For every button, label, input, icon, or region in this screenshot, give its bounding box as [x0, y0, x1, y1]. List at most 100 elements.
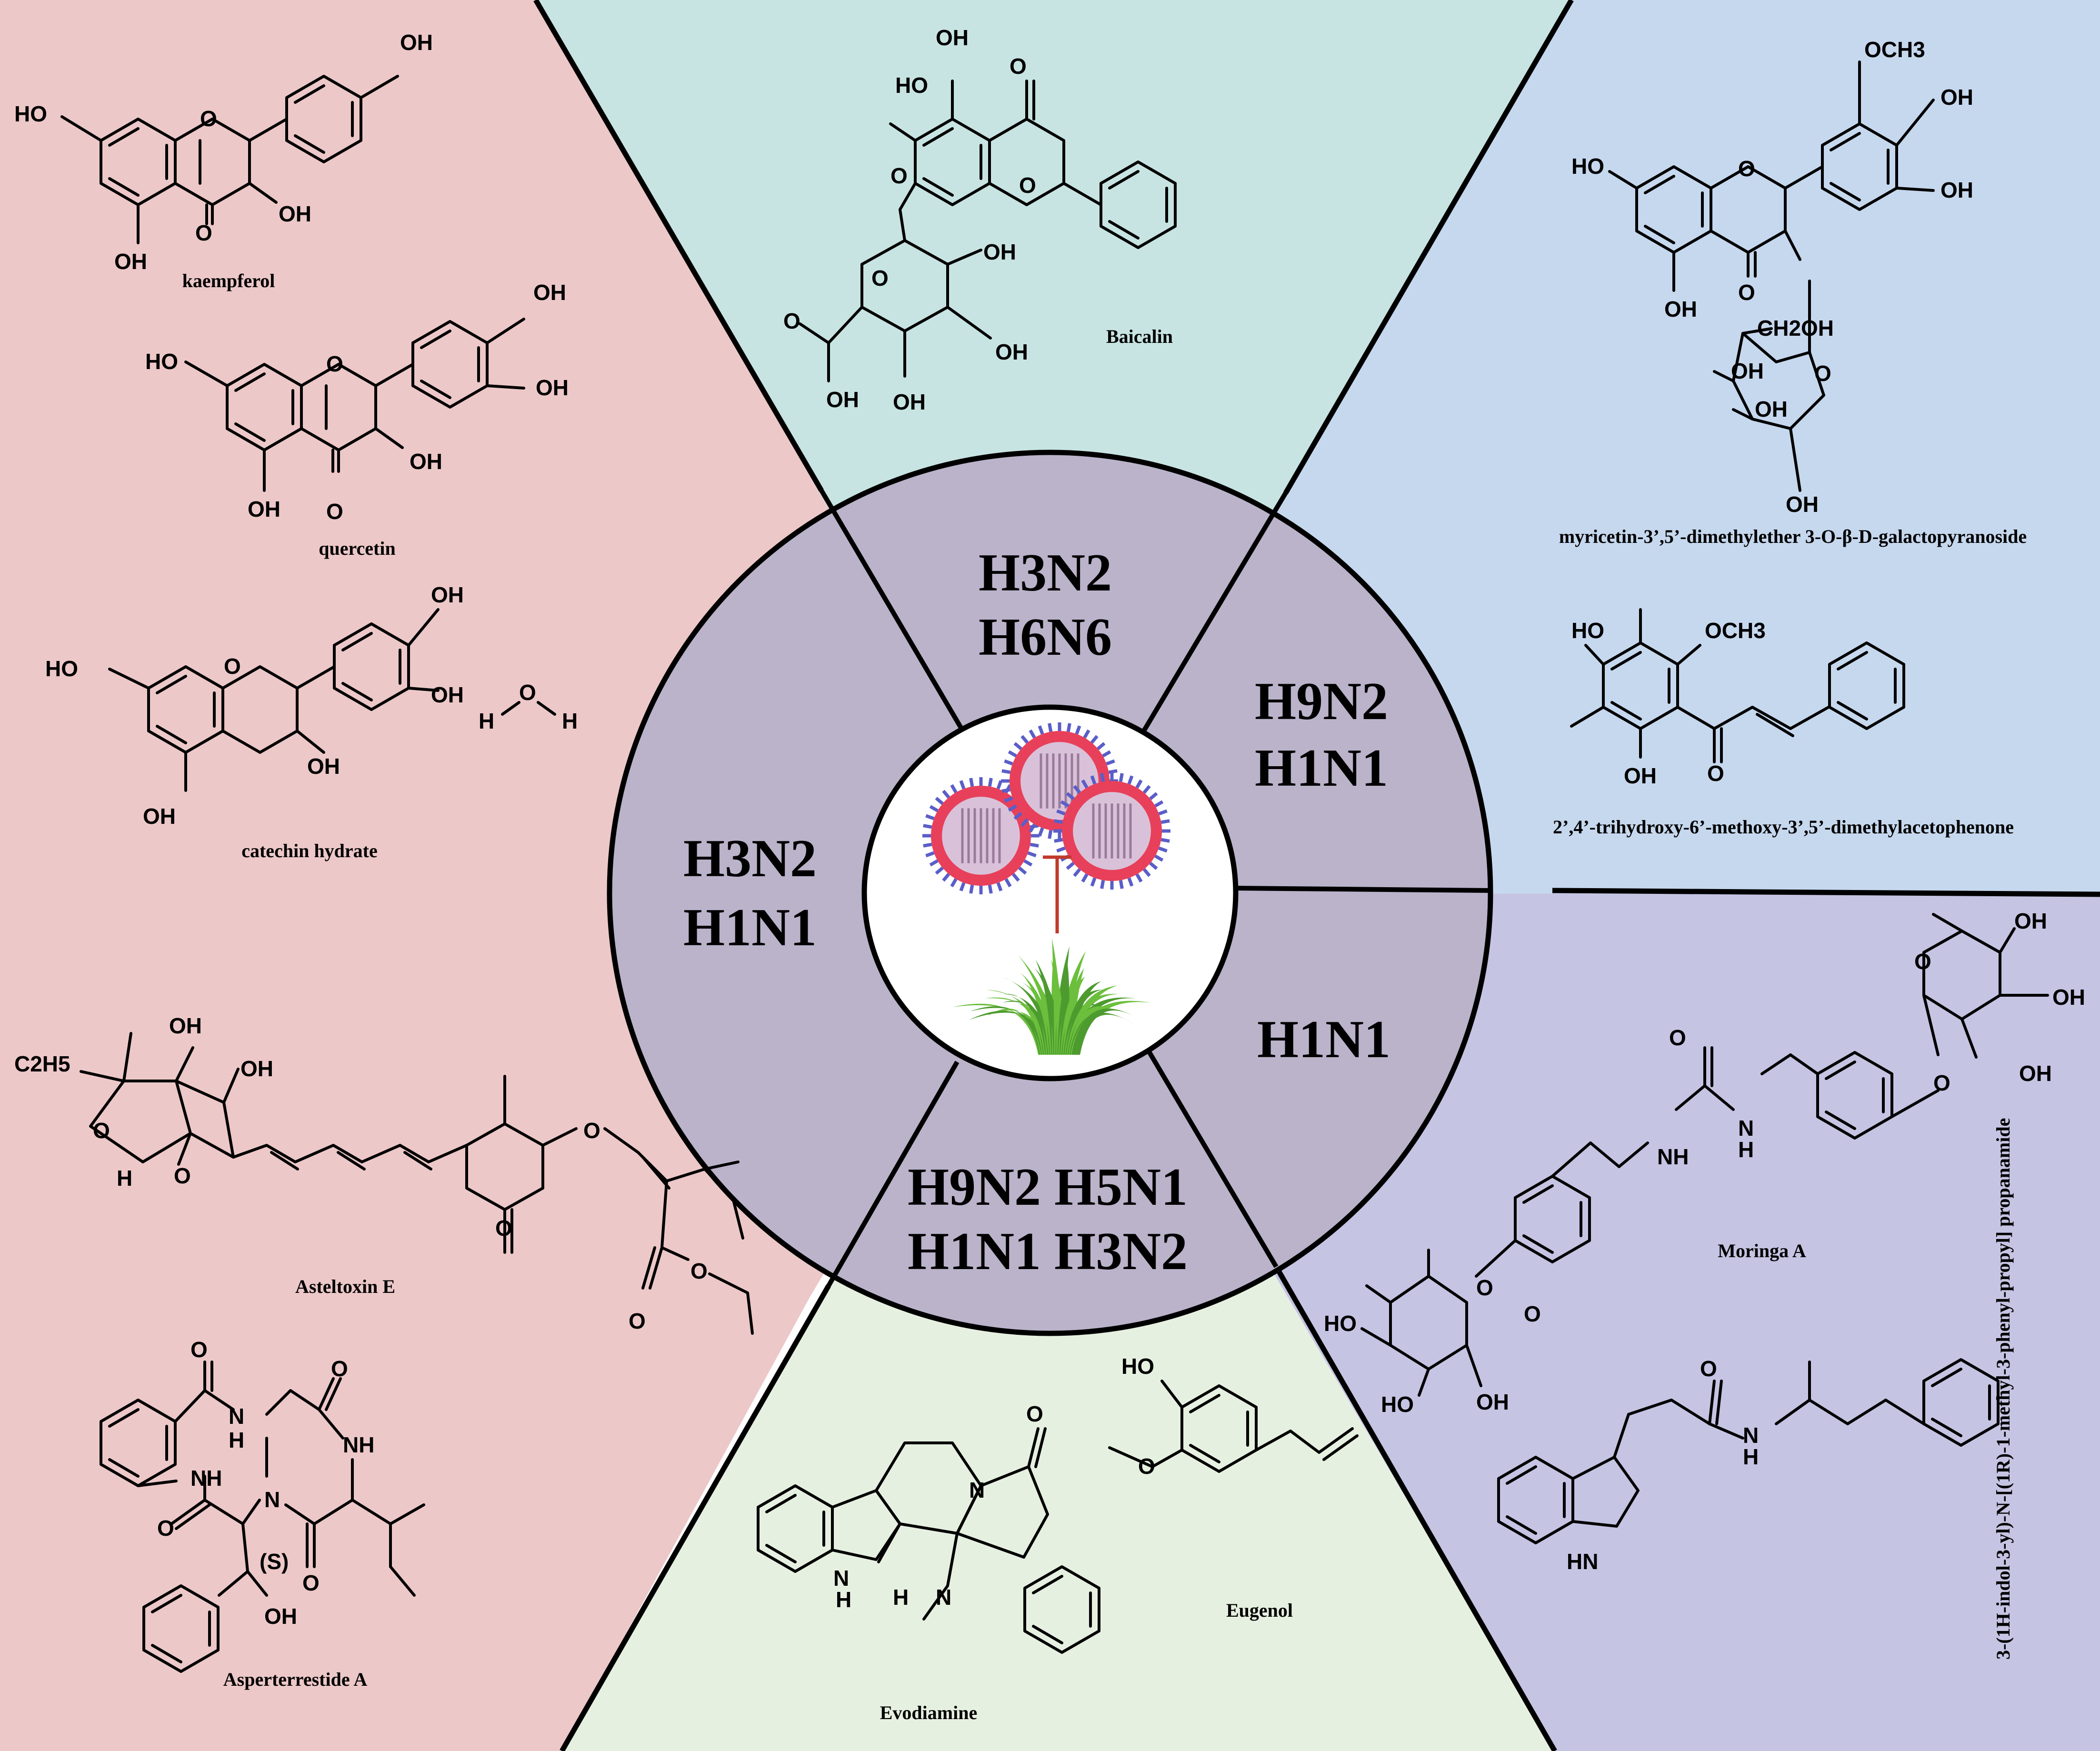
- atom-label: OH: [400, 30, 433, 55]
- virus-particle: [1053, 772, 1170, 890]
- herb-plant-icon: [952, 938, 1152, 1055]
- atom-label: H: [562, 709, 578, 733]
- atom-label: NH: [1657, 1144, 1689, 1169]
- compound-name-acetophenone: 2’,4’-trihydroxy-6’-methoxy-3’,5’-dimeth…: [1553, 816, 2014, 838]
- atom-label: OH: [248, 497, 280, 521]
- atom-label: OH: [1664, 297, 1697, 321]
- strain-label-bottom-1: H9N2 H5N1: [908, 1158, 1188, 1217]
- atom-label: N: [833, 1566, 849, 1591]
- sector-pink: [0, 0, 1050, 1751]
- atom-label: HO: [145, 349, 178, 374]
- atom-label: HO: [1571, 154, 1604, 179]
- strain-label-bottom-2: H1N1 H3N2: [908, 1222, 1188, 1281]
- atom-label: O: [190, 1337, 208, 1362]
- strain-label-rightbottom: H1N1: [1257, 1010, 1390, 1069]
- indole-propanamide-structure: HN O N H 3-(1H-indol-3-yl)-N-[(1R)-1-met…: [1499, 1118, 2014, 1660]
- atom-label: O: [1524, 1301, 1541, 1326]
- atom-label: OH: [995, 340, 1028, 364]
- acetophenone-structure: HO OCH3 OH O 2’,4’-trihydroxy-6’-methoxy…: [1553, 608, 2014, 838]
- influenza-virus-icon: [922, 722, 1170, 894]
- atom-label: OH: [240, 1056, 273, 1081]
- strain-label-top-2: H6N6: [979, 608, 1112, 667]
- atom-label: OH: [143, 804, 176, 829]
- atom-label: (S): [260, 1549, 289, 1574]
- atom-label: O: [1814, 361, 1831, 386]
- atom-label: H: [1738, 1137, 1754, 1162]
- atom-label: O: [495, 1216, 512, 1241]
- atom-label: O: [583, 1118, 600, 1143]
- moringa-structure: OH OH OH O O O N H NH O O HO HO OH Morin…: [1324, 909, 2085, 1417]
- atom-label: O: [871, 266, 889, 290]
- compound-name-kaempferol: kaempferol: [182, 270, 275, 291]
- atom-label: OH: [1940, 85, 1973, 110]
- atom-label: OH: [936, 25, 969, 50]
- atom-label: O: [629, 1309, 646, 1333]
- atom-label: HO: [1571, 618, 1604, 643]
- atom-label: OH: [2052, 985, 2085, 1010]
- atom-label: O: [157, 1516, 174, 1541]
- atom-label: N: [969, 1478, 985, 1502]
- atom-label: OH: [169, 1013, 202, 1038]
- sector-teal: [536, 0, 1571, 893]
- atom-label: O: [1700, 1356, 1717, 1381]
- virus-particle: [922, 777, 1040, 894]
- atom-label: NH: [343, 1432, 374, 1457]
- atom-label: OH: [1786, 492, 1819, 517]
- atom-label: H: [117, 1166, 132, 1191]
- atom-label: CH2OH: [1757, 316, 1834, 340]
- atom-label: HO: [1324, 1311, 1357, 1336]
- atom-label: O: [1707, 761, 1724, 786]
- atom-label: OH: [264, 1604, 297, 1629]
- strain-label-left-1: H3N2: [683, 829, 817, 888]
- compound-name-quercetin: quercetin: [319, 538, 395, 559]
- atom-label: HO: [895, 73, 928, 98]
- evodiamine-structure: N H H N O N Evodiamine: [758, 1401, 1099, 1723]
- strain-label-righttop-1: H9N2: [1255, 672, 1388, 731]
- catechin-structure: HO O OH OH OH OH H O H catechin hydrate: [45, 582, 578, 861]
- atom-label: HO: [1381, 1392, 1414, 1417]
- atom-label: H: [229, 1428, 244, 1452]
- compound-name-moringa: Moringa A: [1718, 1240, 1806, 1261]
- atom-label: OH: [1476, 1390, 1509, 1414]
- atom-label: H: [1743, 1444, 1759, 1469]
- atom-label: O: [1738, 156, 1755, 181]
- compound-name-evodiamine: Evodiamine: [880, 1702, 977, 1723]
- atom-label: O: [1738, 280, 1755, 305]
- strain-label-righttop-2: H1N1: [1255, 739, 1388, 798]
- atom-label: O: [200, 106, 217, 131]
- atom-label: O: [1914, 949, 1931, 974]
- asteltoxin-structure: C2H5 OH OH O H O O O O O Asteltoxin E: [14, 1013, 754, 1335]
- compound-name-asperterrestide: Asperterrestide A: [223, 1669, 368, 1690]
- myricetin-structure: HO O OCH3 OH OH O OH CH2OH OH OH O OH my…: [1559, 37, 2027, 547]
- compound-name-asteltoxin: Asteltoxin E: [295, 1276, 395, 1297]
- strain-label-top-1: H3N2: [979, 543, 1112, 602]
- atom-label: OH: [114, 249, 147, 274]
- atom-label: OH: [2019, 1061, 2052, 1086]
- atom-label: OH: [279, 201, 311, 226]
- kaempferol-structure: HO O OH OH O OH kaempferol: [14, 30, 433, 291]
- compound-name-myricetin: myricetin-3’,5’-dimethylether 3-O-β-D-ga…: [1559, 526, 2027, 547]
- atom-label: O: [690, 1259, 708, 1283]
- compound-name-baicalin: Baicalin: [1106, 326, 1173, 347]
- atom-label: OH: [983, 240, 1016, 264]
- asperterrestide-structure: O N H O NH NH N O O (S) OH Asperterresti…: [101, 1337, 425, 1690]
- atom-label: HO: [45, 656, 78, 681]
- atom-label: OH: [1624, 763, 1657, 788]
- atom-label: N: [1743, 1423, 1759, 1448]
- compound-name-catechin: catechin hydrate: [241, 840, 378, 861]
- atom-label: O: [1019, 173, 1036, 198]
- atom-label: HN: [1567, 1549, 1598, 1574]
- atom-label: OCH3: [1864, 37, 1925, 62]
- atom-label: O: [174, 1163, 191, 1188]
- atom-label: O: [224, 654, 241, 679]
- atom-label: N: [229, 1404, 244, 1429]
- atom-label: O: [326, 351, 343, 376]
- atom-label: O: [1138, 1454, 1155, 1479]
- atom-label: OH: [536, 375, 569, 400]
- atom-label: OCH3: [1705, 618, 1766, 643]
- atom-label: OH: [1731, 359, 1764, 383]
- atom-label: O: [1933, 1071, 1950, 1095]
- atom-label: O: [783, 309, 800, 333]
- atom-label: OH: [307, 754, 340, 779]
